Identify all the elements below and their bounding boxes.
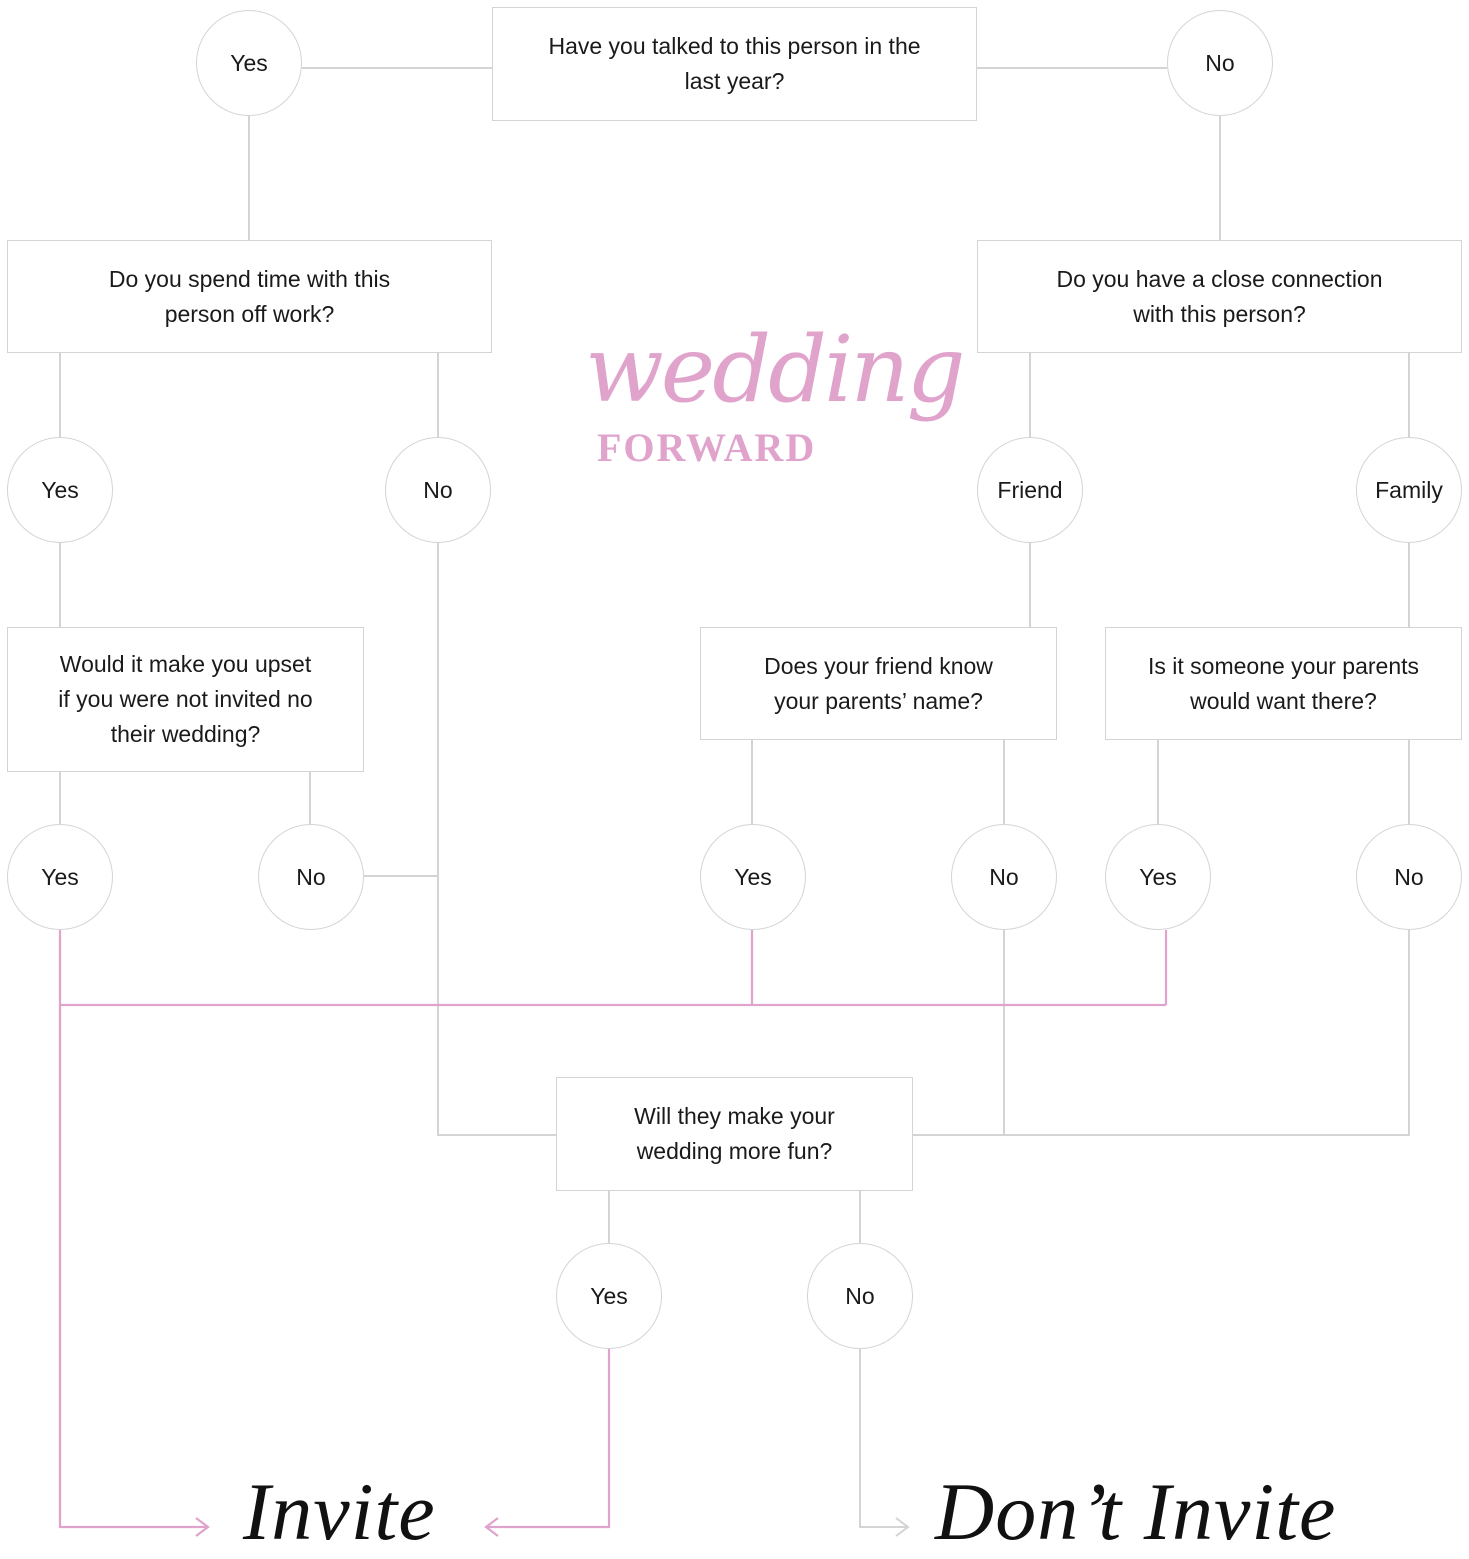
answer-upset-yes: Yes [7, 824, 113, 930]
question-upset-not-invited: Would it make you upset if you were not … [7, 627, 364, 772]
question-talked-last-year: Have you talked to this person in the la… [492, 7, 977, 121]
answer-parents-want-no: No [1356, 824, 1462, 930]
answer-off-work-yes: Yes [7, 437, 113, 543]
question-spend-time-off-work: Do you spend time with this person off w… [7, 240, 492, 353]
question-friend-knows-parents-name: Does your friend know your parents’ name… [700, 627, 1057, 740]
answer-off-work-no: No [385, 437, 491, 543]
answer-upset-no: No [258, 824, 364, 930]
question-close-connection: Do you have a close connection with this… [977, 240, 1462, 353]
answer-parents-want-yes: Yes [1105, 824, 1211, 930]
outcome-dont-invite: Don’t Invite [935, 1466, 1337, 1557]
logo-script-text: wedding [585, 316, 966, 423]
answer-root-yes: Yes [196, 10, 302, 116]
answer-parents-name-no: No [951, 824, 1057, 930]
answer-parents-name-yes: Yes [700, 824, 806, 930]
wedding-forward-logo: wedding FORWARD [585, 316, 966, 486]
answer-connection-friend: Friend [977, 437, 1083, 543]
answer-root-no: No [1167, 10, 1273, 116]
answer-connection-family: Family [1356, 437, 1462, 543]
answer-fun-yes: Yes [556, 1243, 662, 1349]
question-more-fun: Will they make your wedding more fun? [556, 1077, 913, 1191]
question-parents-want-there: Is it someone your parents would want th… [1105, 627, 1462, 740]
outcome-invite: Invite [243, 1466, 436, 1557]
logo-forward-text: FORWARD [597, 425, 817, 470]
answer-fun-no: No [807, 1243, 913, 1349]
